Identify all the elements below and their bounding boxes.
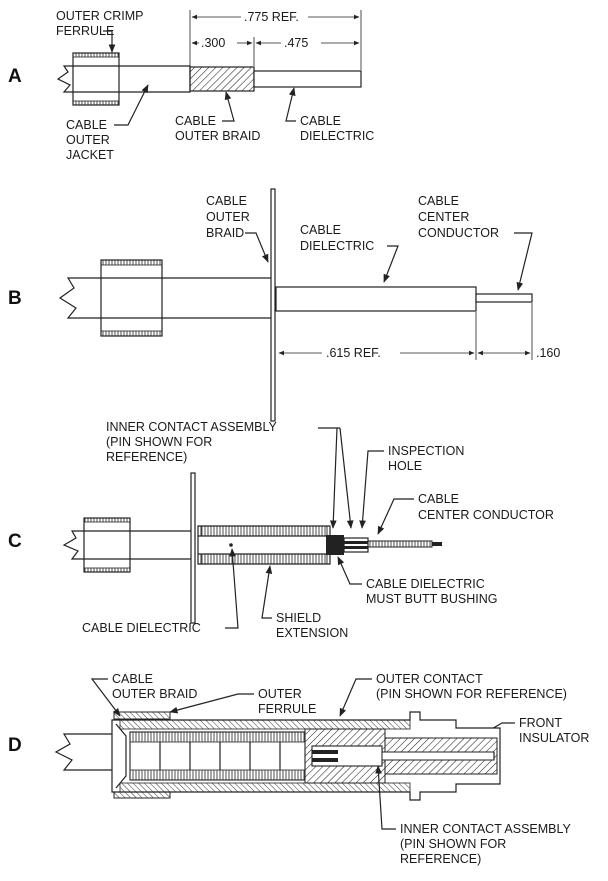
a-dim-dielectric: .475 bbox=[284, 36, 308, 50]
b-dim-conductor: .160 bbox=[536, 346, 560, 360]
step-a-letter: A bbox=[8, 66, 22, 87]
d-braid-line2: OUTER BRAID bbox=[112, 687, 197, 701]
step-a: A OUTER CRIMP FERRULE .775 REF. .300 .47… bbox=[8, 9, 374, 162]
c-inner-contact-line1: INNER CONTACT ASSEMBLY bbox=[106, 420, 278, 434]
a-ferrule-leader bbox=[103, 30, 116, 53]
c-butt-line2: MUST BUTT BUSHING bbox=[366, 592, 498, 606]
c-inspection-line1: INSPECTION bbox=[388, 444, 464, 458]
d-inner-contact bbox=[311, 745, 383, 767]
c-inspection-line2: HOLE bbox=[388, 459, 422, 473]
b-conductor-label-line3: CONDUCTOR bbox=[418, 226, 499, 240]
c-crimp-ferrule bbox=[83, 517, 131, 573]
c-inner-contact-line3: REFERENCE) bbox=[106, 450, 187, 464]
a-outer-braid bbox=[189, 66, 255, 92]
c-inner-contact bbox=[343, 537, 369, 553]
b-center-conductor bbox=[475, 293, 533, 303]
a-dielectric bbox=[253, 70, 362, 88]
d-ferrule-line2: FERRULE bbox=[258, 702, 316, 716]
c-conductor-leader bbox=[377, 498, 414, 535]
d-inner-contact-line3: REFERENCE) bbox=[400, 852, 481, 866]
b-conductor-label-line2: CENTER bbox=[418, 210, 469, 224]
a-crimp-ferrule bbox=[72, 52, 120, 106]
step-c-letter: C bbox=[8, 531, 22, 552]
d-braid-line1: CABLE bbox=[112, 672, 153, 686]
d-outer-contact-line2: (PIN SHOWN FOR REFERENCE) bbox=[376, 687, 567, 701]
d-braid-leader bbox=[90, 678, 121, 717]
b-conductor-leader bbox=[514, 232, 533, 291]
c-conductor-line2: CENTER CONDUCTOR bbox=[418, 508, 554, 522]
step-d-letter: D bbox=[8, 735, 22, 756]
c-conductor-line1: CABLE bbox=[418, 492, 459, 506]
a-dielectric-label-line1: CABLE bbox=[300, 114, 341, 128]
c-butt-line1: CABLE DIELECTRIC bbox=[366, 577, 485, 591]
c-bushing bbox=[326, 535, 344, 555]
a-ferrule-label-line1: OUTER CRIMP bbox=[56, 9, 144, 23]
c-inner-contact-line2: (PIN SHOWN FOR bbox=[106, 435, 212, 449]
b-braid-leader bbox=[245, 232, 269, 263]
b-dielectric-leader bbox=[383, 245, 399, 283]
a-dielectric-label-line2: DIELECTRIC bbox=[300, 129, 374, 143]
c-shield-leader bbox=[261, 565, 273, 619]
c-shield-line1: SHIELD bbox=[276, 611, 321, 625]
a-braid-label-line1: CABLE bbox=[175, 114, 216, 128]
d-outer-contact-leader bbox=[339, 678, 372, 717]
a-dielectric-leader bbox=[285, 87, 296, 122]
b-cable-jacket bbox=[58, 277, 273, 319]
b-dim-dielectric: .615 REF. bbox=[326, 346, 381, 360]
b-braid-label-line3: BRAID bbox=[206, 226, 244, 240]
d-inner-contact-leader bbox=[375, 765, 396, 830]
a-jacket-leader bbox=[114, 84, 149, 126]
d-insulator-line2: INSULATOR bbox=[519, 731, 589, 745]
d-contact-pin bbox=[381, 751, 495, 761]
a-ferrule-label-line2: FERRULE bbox=[56, 24, 114, 38]
a-jacket-label-line1: CABLE bbox=[66, 118, 107, 132]
c-center-conductor bbox=[367, 540, 433, 548]
d-outer-contact-line1: OUTER CONTACT bbox=[376, 672, 483, 686]
b-crimp-ferrule bbox=[100, 259, 163, 337]
d-insulator-line1: FRONT bbox=[519, 716, 562, 730]
b-dielectric-label-line2: DIELECTRIC bbox=[300, 239, 374, 253]
b-braid-label-line2: OUTER bbox=[206, 210, 250, 224]
b-flared-braid bbox=[270, 188, 276, 422]
a-dim-total: .775 REF. bbox=[244, 10, 299, 24]
step-d: D CABLE OUTER BRAID OUTER FERRULE OUTER … bbox=[8, 672, 589, 866]
c-dielectric-leader bbox=[225, 548, 239, 629]
d-inner-contact-line1: INNER CONTACT ASSEMBLY bbox=[400, 822, 572, 836]
d-outer-ferrule bbox=[113, 711, 171, 720]
d-inner-contact-line2: (PIN SHOWN FOR bbox=[400, 837, 506, 851]
b-conductor-label-line1: CABLE bbox=[418, 194, 459, 208]
c-shield-line2: EXTENSION bbox=[276, 626, 348, 640]
a-braid-leader bbox=[222, 91, 235, 122]
a-dim-braid: .300 bbox=[201, 36, 225, 50]
b-dielectric-label-line1: CABLE bbox=[300, 223, 341, 237]
a-jacket-label-line3: JACKET bbox=[66, 148, 114, 162]
c-dielectric-label: CABLE DIELECTRIC bbox=[82, 621, 201, 635]
step-b-letter: B bbox=[8, 288, 22, 309]
b-dielectric bbox=[275, 286, 477, 312]
c-butt-leader bbox=[337, 556, 362, 585]
c-inspection-leader bbox=[359, 450, 384, 529]
d-ferrule-leader bbox=[169, 693, 254, 714]
b-braid-label-line1: CABLE bbox=[206, 194, 247, 208]
c-flared-braid bbox=[190, 472, 196, 624]
step-b: B CABLE OUTER BRAID CABLE DIELECTRIC CAB… bbox=[8, 188, 560, 422]
a-jacket-label-line2: OUTER bbox=[66, 133, 110, 147]
a-braid-label-line2: OUTER BRAID bbox=[175, 129, 260, 143]
step-c: C INNER CONTACT ASSEMBLY (PIN SHOWN FOR … bbox=[8, 420, 554, 640]
d-ferrule-line1: OUTER bbox=[258, 687, 302, 701]
